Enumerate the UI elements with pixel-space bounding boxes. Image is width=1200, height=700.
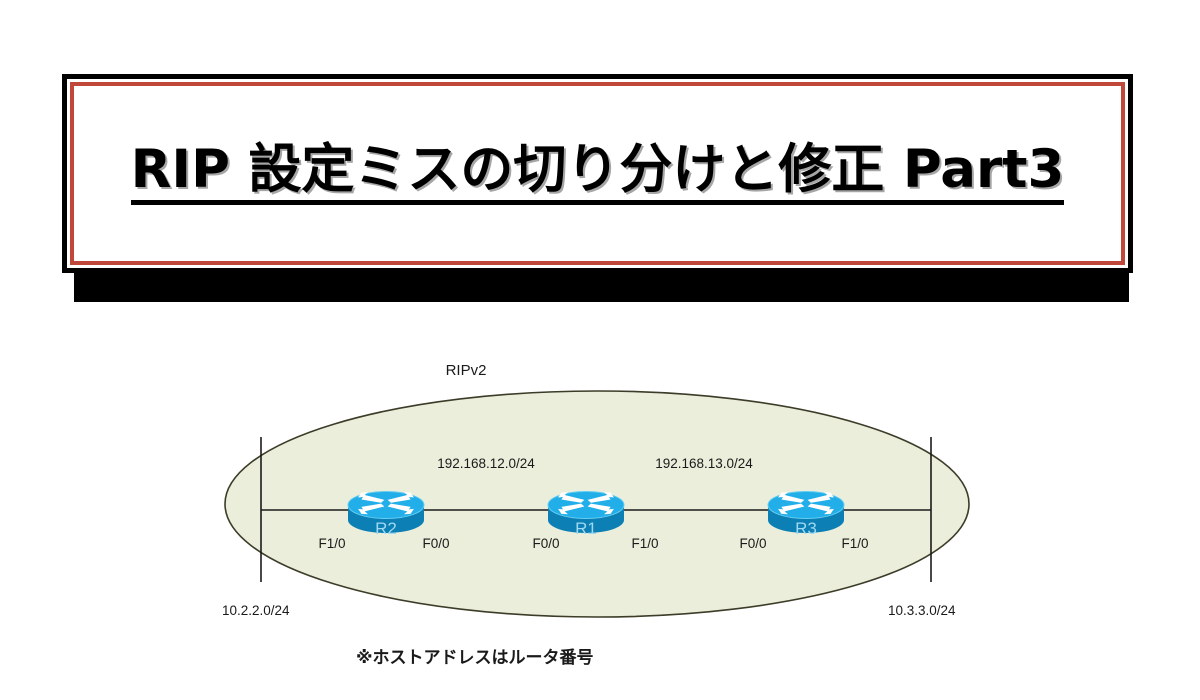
router-label-r1: R1 (575, 519, 597, 538)
rip-version-label: RIPv2 (446, 362, 487, 379)
interface-label-r1-left: F0/0 (532, 536, 559, 551)
router-node-r3[interactable]: R3 (767, 491, 845, 539)
title-text-wrapper: RIP 設定ミスの切り分けと修正 Part3 (67, 142, 1128, 205)
edge-network-label-left: 10.2.2.0/24 (222, 603, 290, 618)
title-box: RIP 設定ミスの切り分けと修正 Part3 (62, 74, 1133, 273)
network-topology-diagram: RIPv2 192.168.12.0/24 192.168.13.0/24 R2 (0, 330, 1200, 700)
router-top-rim-r2 (347, 491, 425, 519)
link-label-0: 192.168.12.0/24 (437, 456, 535, 471)
interface-label-r3-right: F1/0 (841, 536, 868, 551)
interface-label-r2-left: F1/0 (318, 536, 345, 551)
edge-network-label-right: 10.3.3.0/24 (888, 603, 956, 618)
router-top-rim-r1 (547, 491, 625, 519)
interface-label-r2-right: F0/0 (422, 536, 449, 551)
title-box-inner-border (70, 82, 1125, 265)
link-label-1: 192.168.13.0/24 (655, 456, 753, 471)
router-label-r3: R3 (795, 519, 817, 538)
router-node-r1[interactable]: R1 (547, 491, 625, 539)
page-title: RIP 設定ミスの切り分けと修正 Part3 (130, 142, 1065, 205)
router-top-rim-r3 (767, 491, 845, 519)
router-node-r2[interactable]: R2 (347, 491, 425, 539)
diagram-footnote: ※ホストアドレスはルータ番号 (356, 648, 594, 668)
interface-label-r1-right: F1/0 (631, 536, 658, 551)
interface-label-r3-left: F0/0 (739, 536, 766, 551)
router-label-r2: R2 (375, 519, 397, 538)
